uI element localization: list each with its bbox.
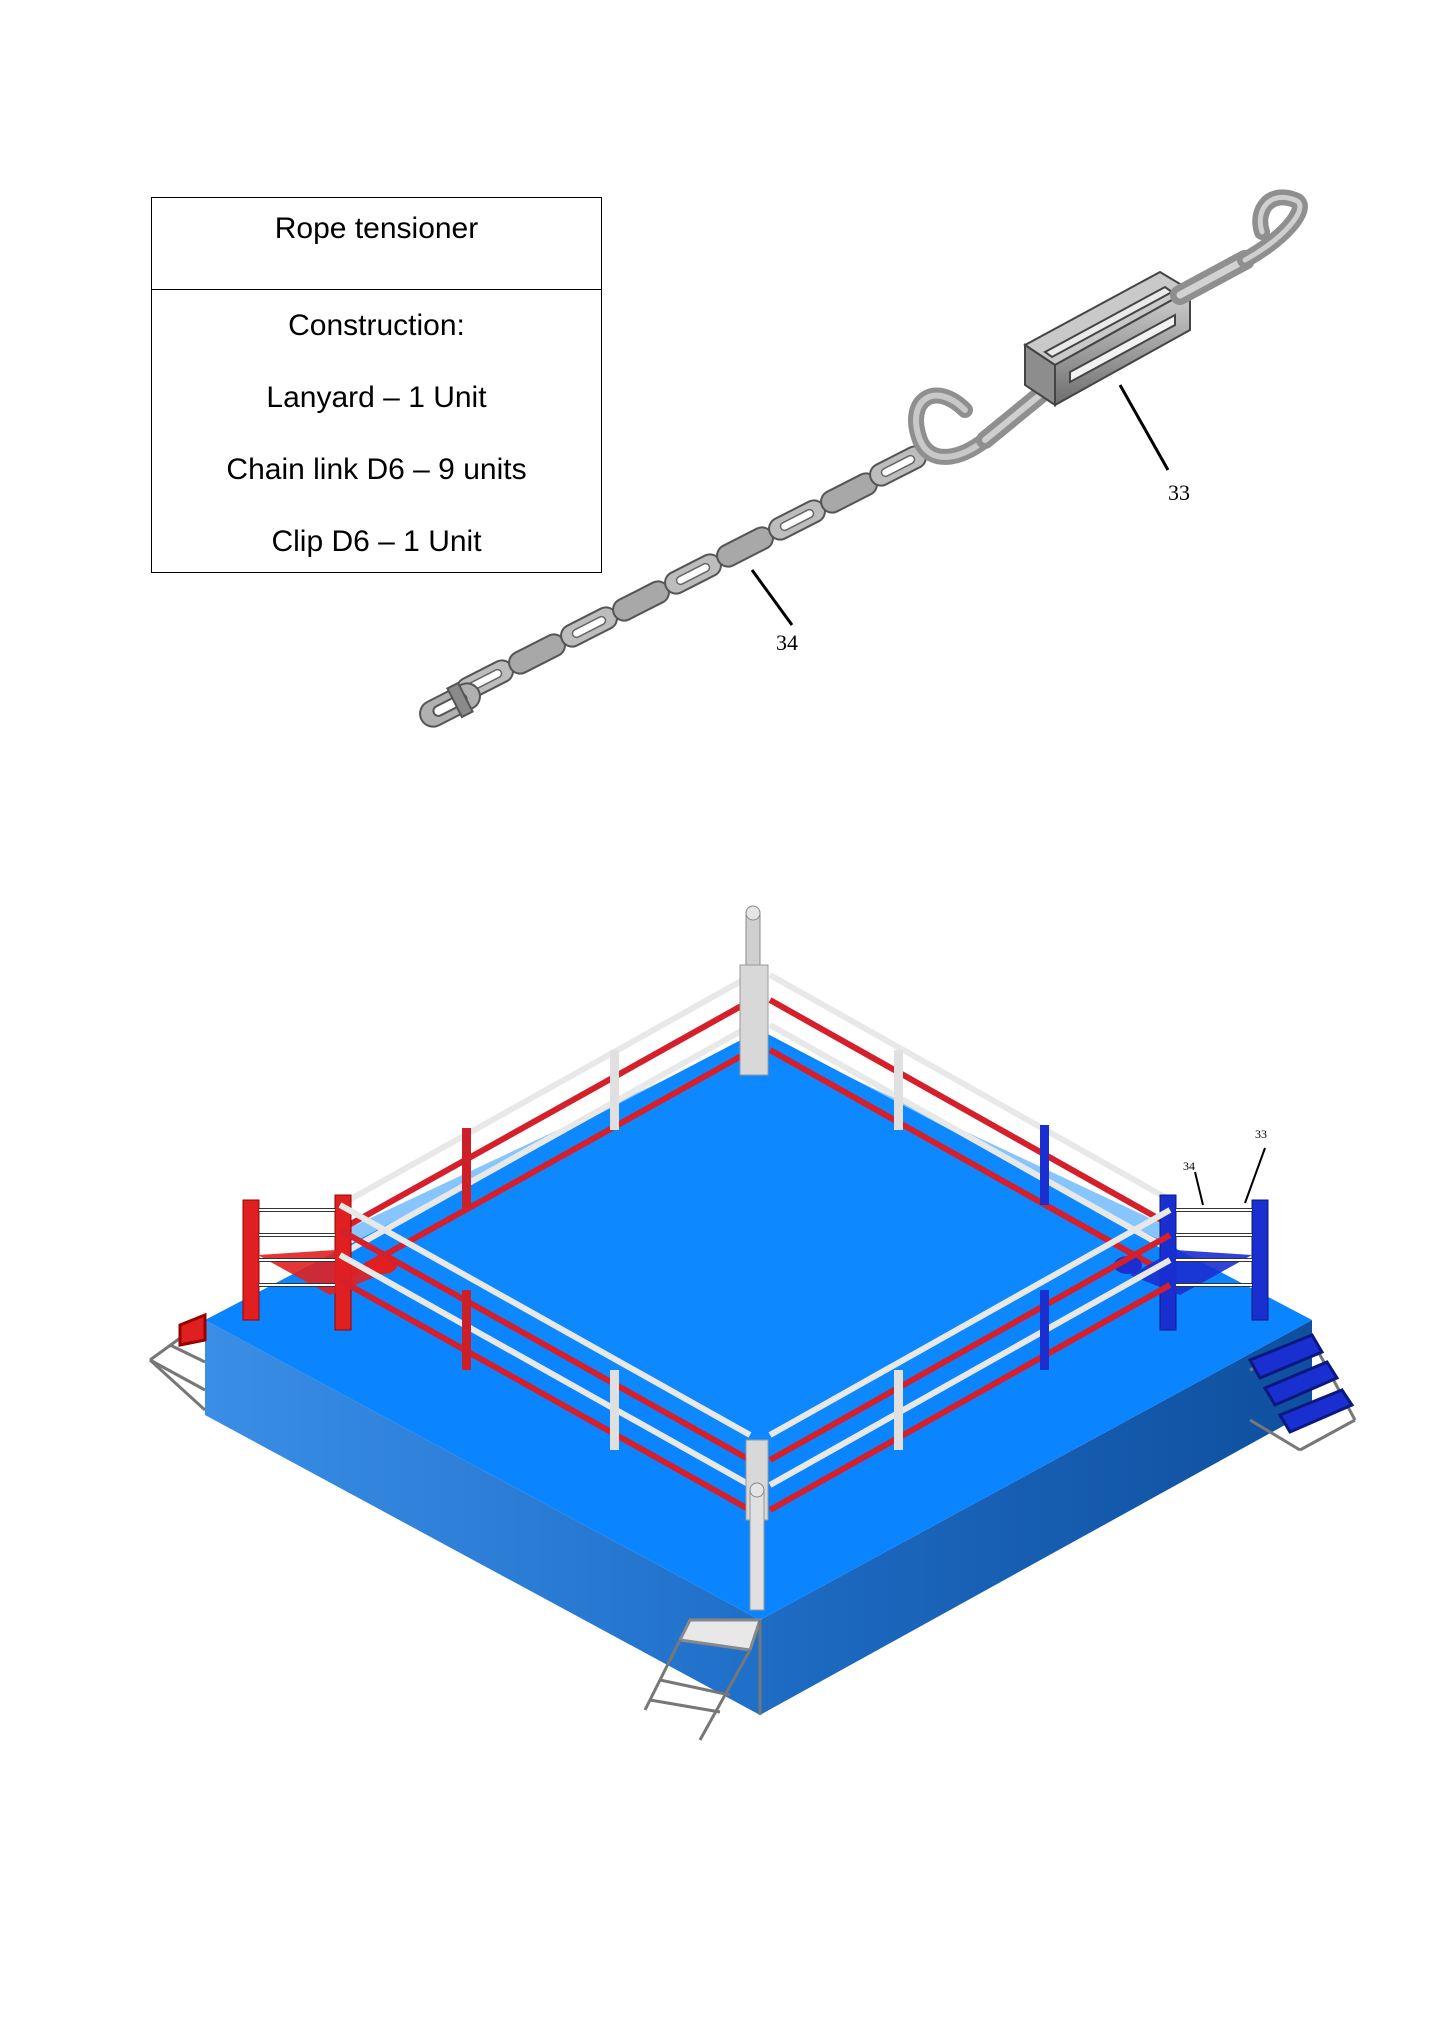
callout-leader-34: [750, 569, 794, 626]
spec-body: Construction: Lanyard – 1 Unit Chain lin…: [152, 290, 601, 578]
spec-line-chain: Chain link D6 – 9 units: [226, 453, 527, 486]
callout-33: 33: [1168, 480, 1190, 505]
platform-right-side: [760, 1320, 1312, 1715]
rope-tensioner-illustration: [419, 189, 1308, 728]
spec-title: Rope tensioner: [152, 198, 601, 290]
ring-callout-33: 33: [1255, 1127, 1267, 1141]
front-ropes: [338, 1202, 1172, 1513]
stairs-front: [643, 1618, 763, 1741]
platform-left-side: [205, 1320, 760, 1715]
chain-clip: [419, 681, 481, 728]
spec-line-clip: Clip D6 – 1 Unit: [271, 525, 482, 558]
boxing-ring-illustration: 34 33: [148, 905, 1357, 1741]
callout-34: 34: [776, 630, 798, 655]
callout-leader-33: [1118, 384, 1170, 471]
spec-table: Rope tensioner Construction: Lanyard – 1…: [151, 197, 602, 573]
front-spacers: [462, 1290, 1049, 1450]
ring-callout-leader-33: [1244, 1147, 1266, 1204]
ring-callout-leader-34: [1194, 1171, 1204, 1206]
stairs-right: [1247, 1333, 1357, 1452]
back-neutral-post: [739, 905, 769, 1076]
back-spacers: [462, 1050, 1049, 1208]
ring-callout-34: 34: [1183, 1159, 1195, 1173]
spec-line-lanyard: Lanyard – 1 Unit: [266, 381, 487, 414]
spec-line-construction: Construction:: [288, 309, 465, 342]
stairs-left: [148, 1312, 207, 1412]
front-neutral-post: [745, 1439, 769, 1611]
turnbuckle-body: [1023, 270, 1192, 407]
upper-hook: [1237, 189, 1308, 268]
